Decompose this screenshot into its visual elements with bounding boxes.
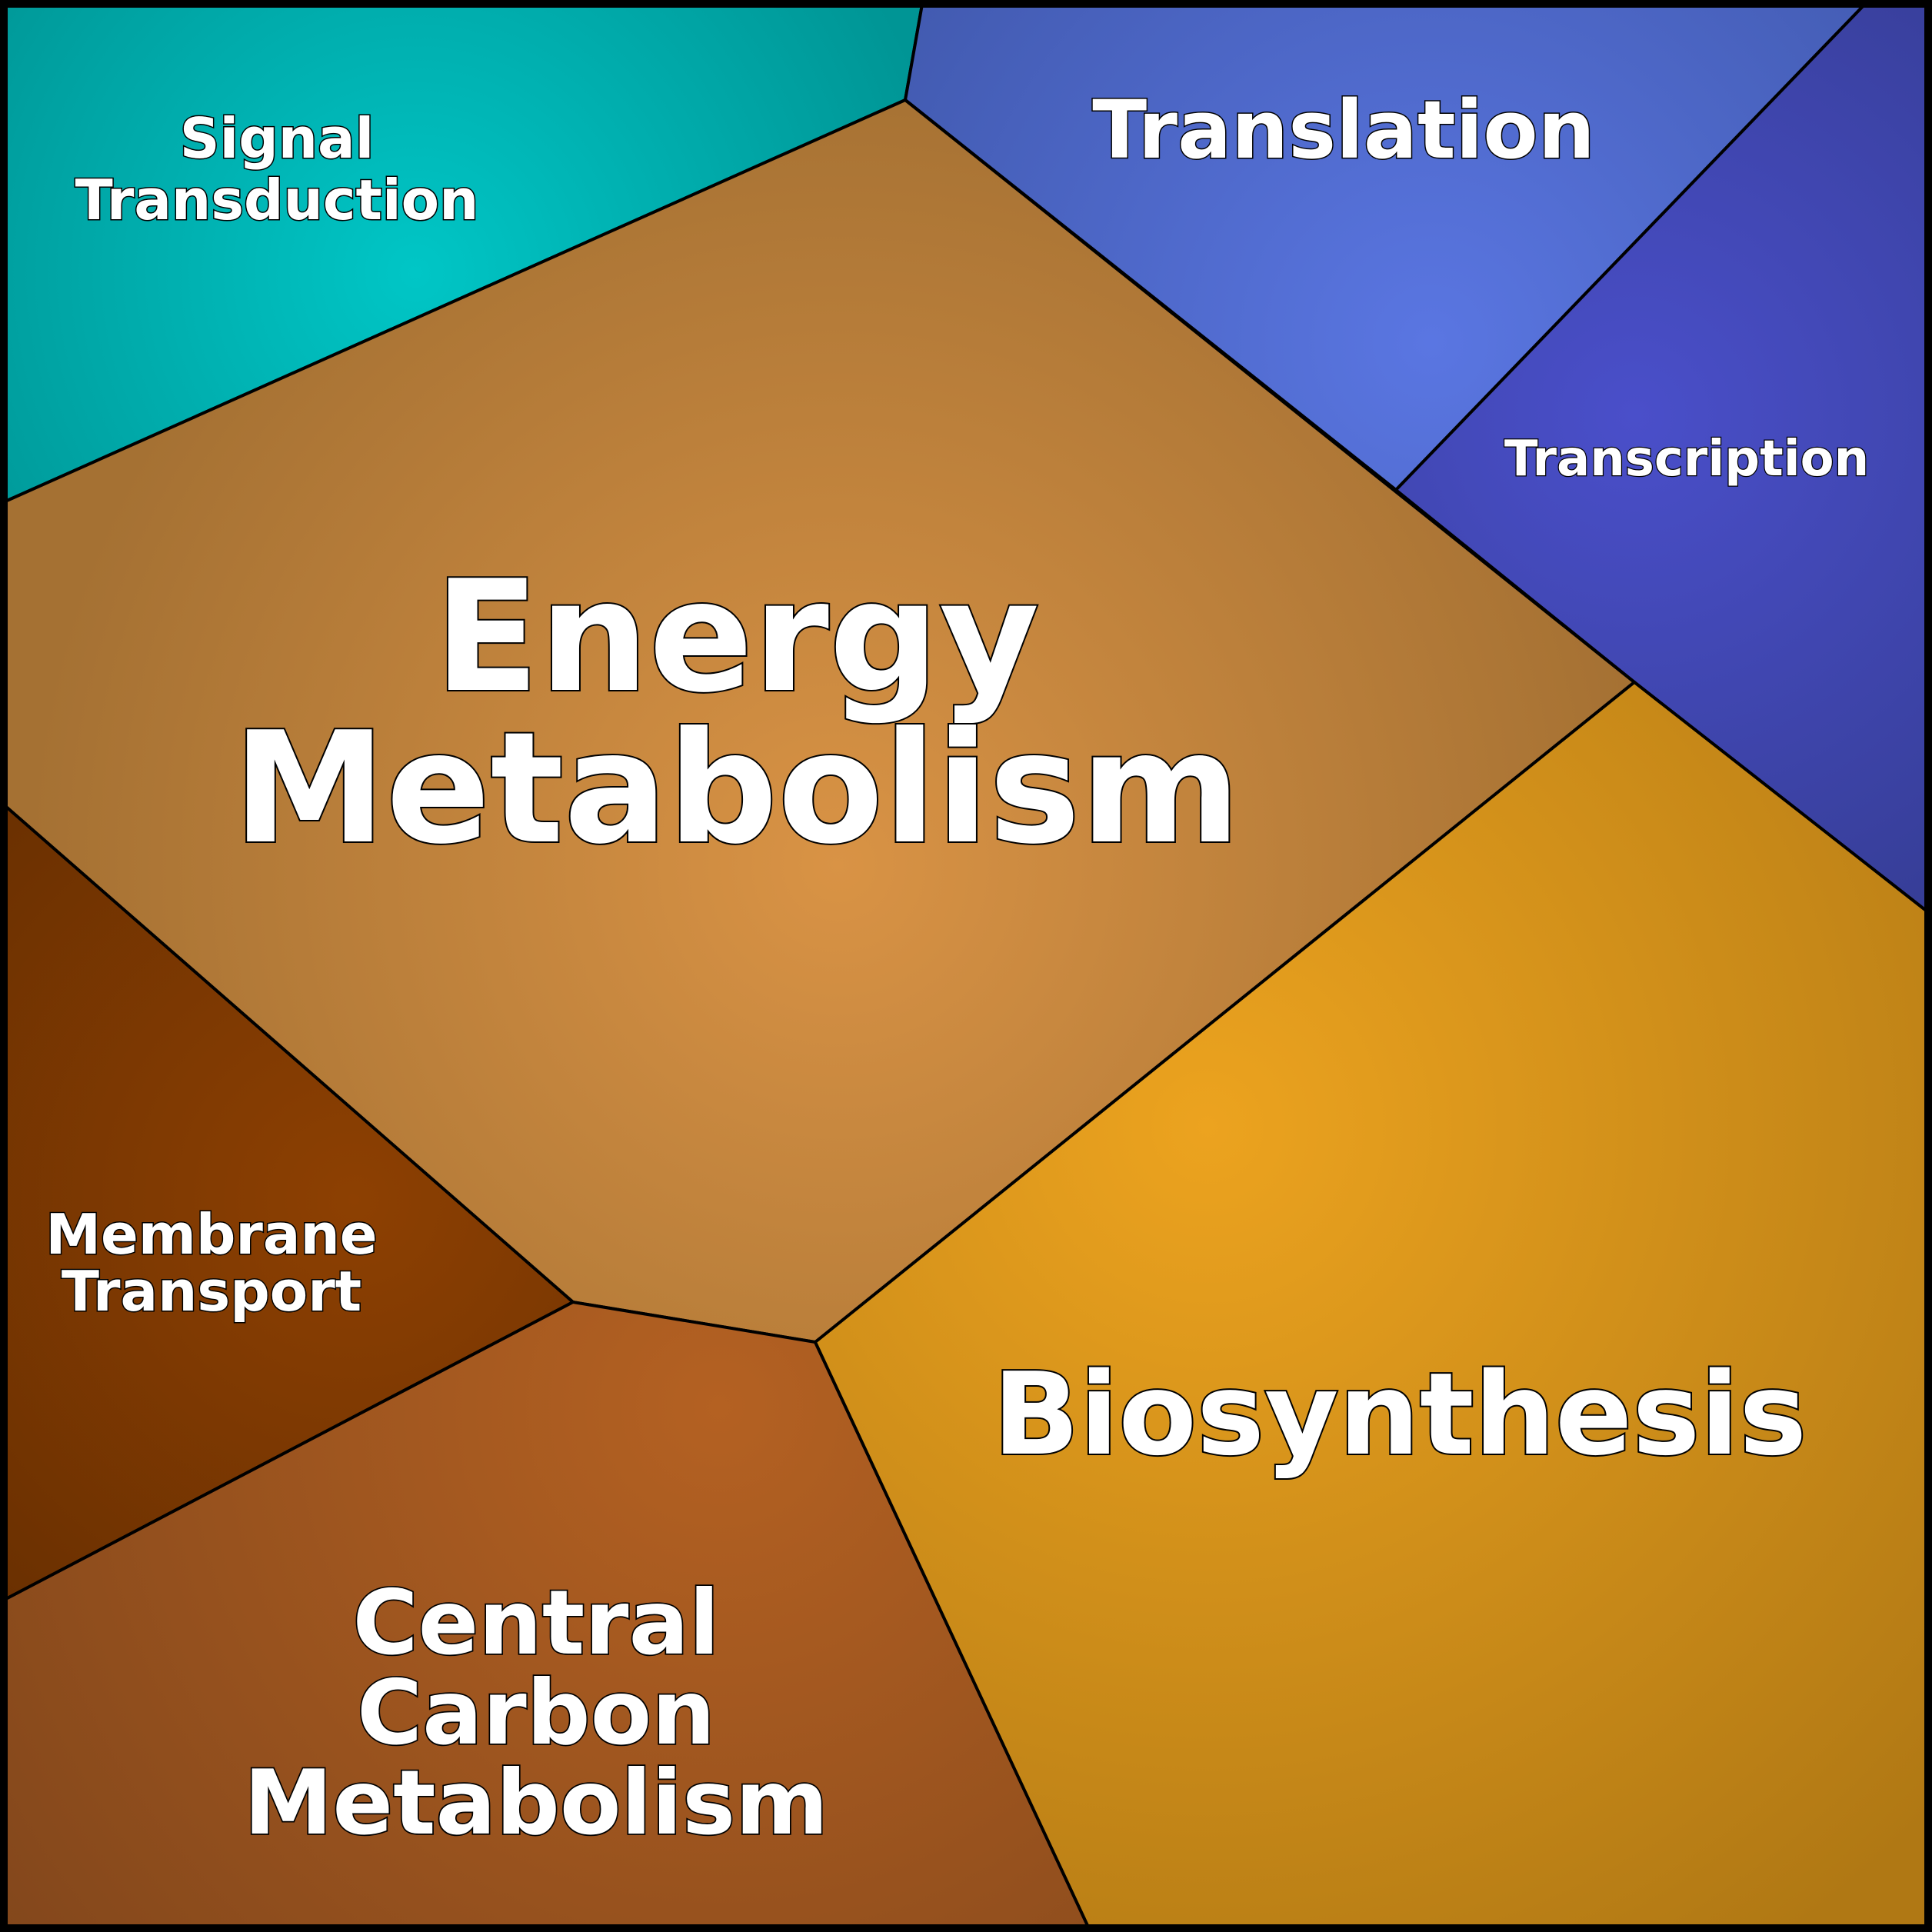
cell-biosynthesis (814, 681, 1932, 1932)
cell-label-line: Transport (62, 1259, 361, 1324)
cell-label-line: Metabolism (244, 1751, 828, 1855)
cell-label-line: Membrane (45, 1202, 377, 1267)
cell-label-line: Carbon (357, 1661, 715, 1765)
cell-label-line: Metabolism (233, 699, 1241, 878)
cell-label-transcription: Transcription (1504, 431, 1869, 488)
cell-label-line: Transduction (75, 168, 479, 232)
cell-label-line: Translation (1092, 83, 1595, 177)
cell-label-line: Central (352, 1571, 719, 1675)
cell-label-line: Transcription (1504, 431, 1869, 488)
cell-label-line: Energy (435, 548, 1040, 727)
cell-label-biosynthesis: Biosynthesis (993, 1348, 1807, 1481)
cell-label-line: Biosynthesis (993, 1348, 1807, 1481)
cell-label-line: Signal (180, 106, 375, 171)
cell-label-translation: Translation (1092, 83, 1595, 177)
